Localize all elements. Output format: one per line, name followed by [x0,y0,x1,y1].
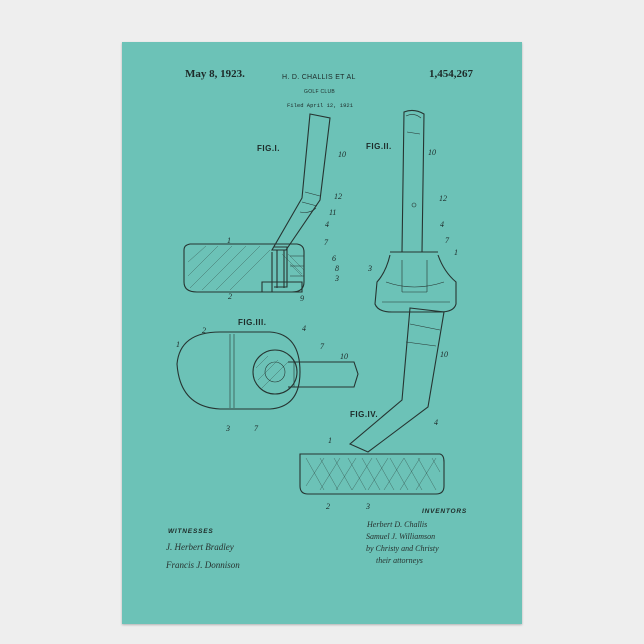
ref-number: 4 [302,324,306,333]
ref-number: 8 [335,264,339,273]
fig1-drawing [184,114,330,292]
fig4-drawing [300,308,444,494]
ref-number: 3 [335,274,339,283]
inventor-signature: Herbert D. Challis [367,520,427,529]
ref-number: 10 [340,352,348,361]
ref-number: 12 [334,192,342,201]
ref-number: 7 [324,238,328,247]
attorney-label: their attorneys [376,556,423,565]
ref-number: 2 [202,326,206,335]
ref-number: 7 [254,424,258,433]
ref-number: 6 [332,254,336,263]
fig1-label: FIG.I. [257,144,280,153]
witnesses-heading: WITNESSES [168,528,213,535]
inventor-signature: Samuel J. Williamson [366,532,435,541]
ref-number: 2 [228,292,232,301]
ref-number: 4 [440,220,444,229]
ref-number: 10 [428,148,436,157]
ref-number: 3 [366,502,370,511]
ref-number: 2 [326,502,330,511]
fig3-drawing [177,332,358,409]
attorney-signature: by Christy and Christy [366,544,439,553]
golf-club-drawing [122,42,522,624]
witness-signature: Francis J. Donnison [166,560,240,570]
ref-number: 1 [176,340,180,349]
ref-number: 1 [328,436,332,445]
fig3-label: FIG.III. [238,318,266,327]
ref-number: 1 [227,236,231,245]
ref-number: 7 [445,236,449,245]
fig2-label: FIG.II. [366,142,392,151]
inventors-heading: INVENTORS [422,508,467,515]
ref-number: 3 [226,424,230,433]
ref-number: 10 [440,350,448,359]
ref-number: 7 [320,342,324,351]
ref-number: 10 [338,150,346,159]
ref-number: 4 [434,418,438,427]
fig4-label: FIG.IV. [350,410,378,419]
fig2-drawing [375,110,456,312]
ref-number: 1 [454,248,458,257]
witness-signature: J. Herbert Bradley [166,542,234,552]
ref-number: 12 [439,194,447,203]
ref-number: 11 [329,208,336,217]
ref-number: 3 [368,264,372,273]
patent-poster: May 8, 1923. 1,454,267 H. D. CHALLIS ET … [122,42,522,624]
ref-number: 4 [325,220,329,229]
ref-number: 9 [300,294,304,303]
